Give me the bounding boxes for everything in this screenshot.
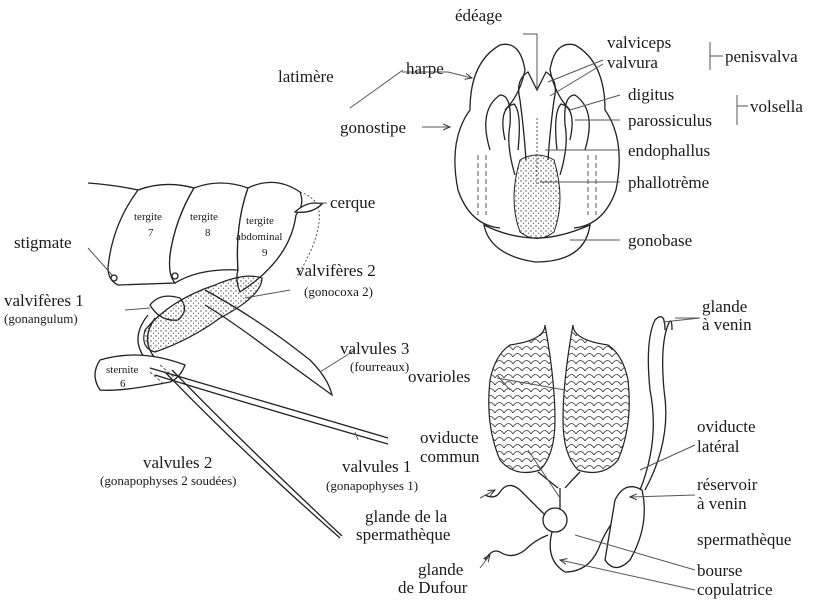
- label-bourse-b: copulatrice: [697, 580, 773, 599]
- label-spermatheque: spermathèque: [697, 530, 791, 549]
- label-harpe: harpe: [406, 59, 444, 78]
- stigmate-8: [172, 273, 178, 279]
- label-gonangulum: (gonangulum): [4, 311, 78, 326]
- label-edeage: édéage: [455, 6, 502, 25]
- label-oviducte-commun-b: commun: [420, 447, 480, 466]
- spermatheque-shape: [543, 508, 567, 532]
- label-sternite-a: sternite: [106, 364, 138, 376]
- label-glande-venin-b: à venin: [702, 315, 752, 334]
- label-glande-dufour-b: de Dufour: [398, 578, 468, 597]
- valvule-1-upper: [150, 368, 388, 438]
- label-valvura: valvura: [607, 53, 658, 72]
- label-tergite-9-c: 9: [262, 247, 268, 259]
- gonostipe-right: [574, 110, 619, 228]
- label-gonapophyses-1: (gonapophyses 1): [326, 478, 418, 493]
- valvule-1-lower: [155, 375, 388, 444]
- label-valviferes-1: valvifères 1: [4, 291, 84, 310]
- reservoir-venin-shape: [605, 487, 644, 568]
- glande-dufour-tube: [485, 535, 548, 560]
- penisvalva-left-edge: [520, 100, 526, 160]
- label-penisvalva: penisvalva: [725, 47, 798, 66]
- label-glande-spermatheque-a: glande de la: [365, 507, 448, 526]
- glande-spermatheque-tube: [485, 485, 545, 515]
- harpe-right: [550, 44, 605, 110]
- label-valviceps: valviceps: [607, 33, 671, 52]
- label-valvules-2: valvules 2: [143, 453, 212, 472]
- label-oviducte-lateral-b: latéral: [697, 437, 740, 456]
- gonostipe-left: [455, 110, 500, 228]
- label-gonobase: gonobase: [628, 231, 692, 250]
- label-gonostipe: gonostipe: [340, 118, 406, 137]
- oviducte-lateral-right: [565, 472, 580, 488]
- label-oviducte-commun-a: oviducte: [420, 428, 479, 447]
- digitus-left: [503, 104, 519, 150]
- label-valvules-1: valvules 1: [342, 457, 411, 476]
- label-latimere: latimère: [278, 67, 334, 86]
- label-phallotreme: phallotrème: [628, 173, 709, 192]
- volsella-left: [486, 95, 515, 175]
- label-ovarioles: ovarioles: [408, 367, 470, 386]
- label-stigmate: stigmate: [14, 233, 72, 252]
- label-glande-dufour-a: glande: [418, 560, 463, 579]
- valvifere-2-shape: [144, 276, 262, 352]
- label-tergite-9-a: tergite: [246, 215, 274, 227]
- label-valvules-3: valvules 3: [340, 339, 409, 358]
- label-glande-spermatheque-b: spermathèque: [356, 525, 450, 544]
- label-reservoir-a: réservoir: [697, 475, 758, 494]
- digitus-right: [556, 104, 572, 150]
- label-digitus: digitus: [628, 85, 674, 104]
- label-sternite-b: 6: [120, 378, 126, 390]
- label-gonapophyses-2: (gonapophyses 2 soudées): [100, 473, 236, 488]
- label-volsella: volsella: [750, 97, 803, 116]
- label-parossiculus: parossiculus: [628, 111, 712, 130]
- label-endophallus: endophallus: [628, 141, 710, 160]
- label-tergite-8-b: 8: [205, 227, 211, 239]
- tergite-dorsal-line: [88, 183, 138, 190]
- label-glande-venin-a: glande: [702, 297, 747, 316]
- stigmate-7: [111, 275, 117, 281]
- harpe-left: [470, 44, 525, 110]
- label-cerque: cerque: [330, 193, 375, 212]
- label-fourreaux: (fourreaux): [350, 359, 409, 374]
- label-oviducte-lateral-a: oviducte: [697, 417, 756, 436]
- label-gonocoxa-2: (gonocoxa 2): [304, 284, 373, 299]
- volsella-right: [560, 95, 589, 175]
- label-valviferes-2: valvifères 2: [296, 261, 376, 280]
- female-system-drawing: [485, 317, 672, 572]
- label-tergite-9-b: abdominal: [236, 231, 282, 243]
- label-tergite-7-a: tergite: [134, 211, 162, 223]
- ovariole-right: [563, 325, 629, 472]
- label-bourse-a: bourse: [697, 561, 742, 580]
- label-reservoir-b: à venin: [697, 494, 747, 513]
- label-tergite-7-b: 7: [148, 227, 154, 239]
- ovariole-left: [489, 325, 555, 472]
- label-tergite-8-a: tergite: [190, 211, 218, 223]
